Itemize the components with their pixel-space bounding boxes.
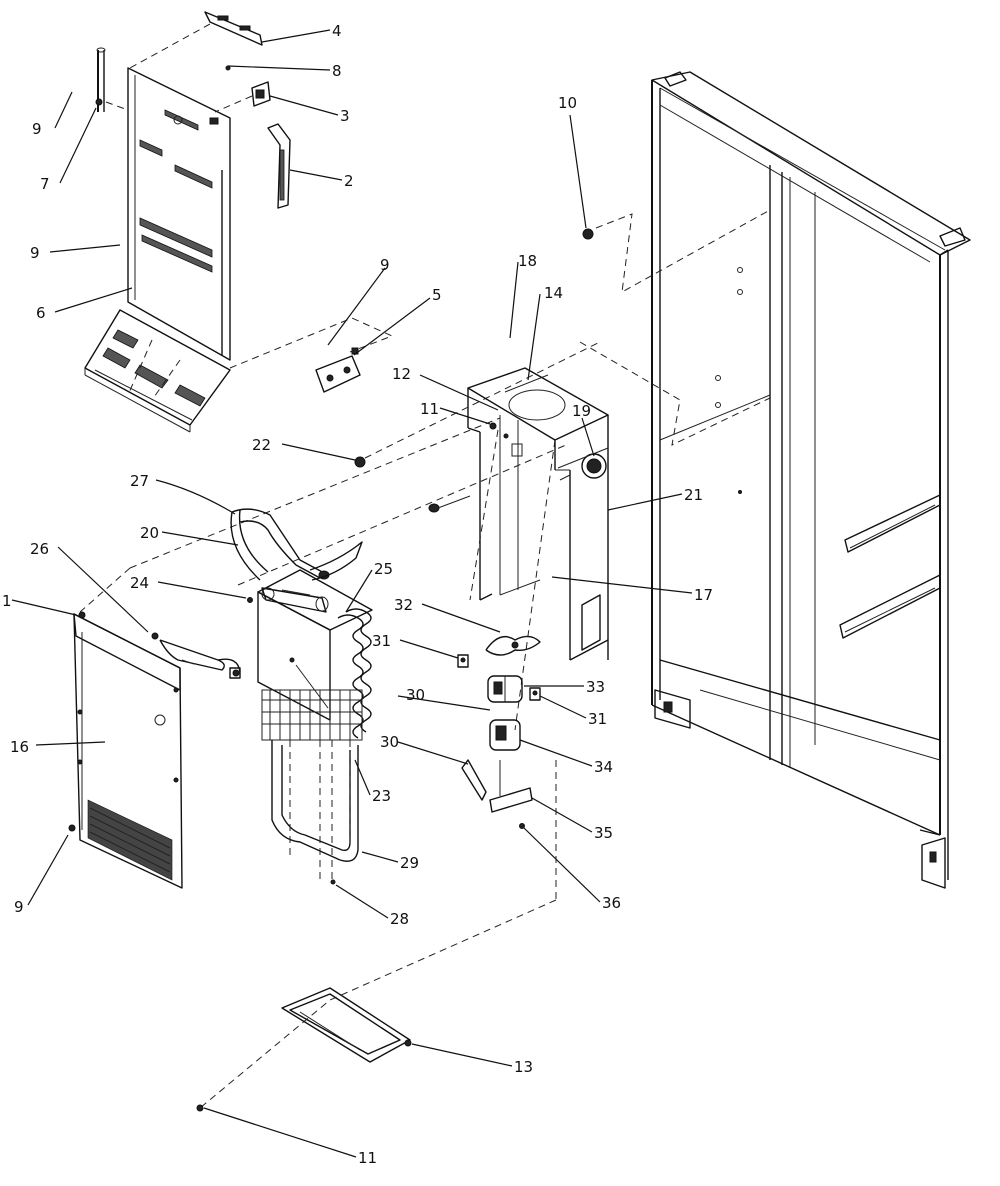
- callout-34: 34: [594, 758, 613, 776]
- callout-4: 4: [332, 22, 342, 40]
- callout-31: 31: [588, 710, 607, 728]
- callout-29: 29: [400, 854, 419, 872]
- callout-36: 36: [602, 894, 621, 912]
- callout-30: 30: [380, 733, 399, 751]
- callout-21: 21: [684, 486, 703, 504]
- callout-24: 24: [130, 574, 149, 592]
- callout-7: 7: [40, 175, 50, 193]
- callout-labels: 4 8 3 9 7 2 9 6 10 18 14 9 5 12 11 19 22…: [2, 22, 713, 1167]
- callout-23: 23: [372, 787, 391, 805]
- part-16-evaporator-cover: [73, 611, 183, 889]
- callout-31: 31: [372, 632, 391, 650]
- leader-lines: [11, 29, 693, 1158]
- callout-2: 2: [344, 172, 354, 190]
- part-13-drain-pan: [281, 987, 412, 1063]
- callout-16: 16: [10, 738, 29, 756]
- callout-13: 13: [514, 1058, 533, 1076]
- part-3-clip: [251, 81, 271, 107]
- part-33-fan-motor: [457, 635, 541, 829]
- callout-3: 3: [340, 107, 350, 125]
- callout-5: 5: [432, 286, 442, 304]
- part-6-rear-panel: [84, 67, 231, 433]
- callout-28: 28: [390, 910, 409, 928]
- callout-8: 8: [332, 62, 342, 80]
- coil-tubes: [337, 608, 372, 739]
- callout-35: 35: [594, 824, 613, 842]
- callout-19: 19: [572, 402, 591, 420]
- part-27-harness: [230, 508, 330, 581]
- part-26-wire-assembly: [151, 632, 241, 679]
- callout-18: 18: [518, 252, 537, 270]
- callout-32: 32: [394, 596, 413, 614]
- callout-9: 9: [32, 120, 42, 138]
- callout-6: 6: [36, 304, 46, 322]
- callout-12: 12: [392, 365, 411, 383]
- callout-22: 22: [252, 436, 271, 454]
- callout-20: 20: [140, 524, 159, 542]
- callout-11: 11: [420, 400, 439, 418]
- part-5-bracket: [315, 347, 361, 393]
- callout-33: 33: [586, 678, 605, 696]
- callout-14: 14: [544, 284, 563, 302]
- part-4-bracket: [204, 11, 263, 46]
- part-23-evaporator: [257, 569, 373, 741]
- part-14-evaporator-housing: [467, 367, 609, 661]
- callout-27: 27: [130, 472, 149, 490]
- part-29-drain-trough: [271, 740, 359, 880]
- callout-10: 10: [558, 94, 577, 112]
- callout-9: 9: [14, 898, 24, 916]
- callout-11: 11: [358, 1149, 377, 1167]
- refrigerator-cabinet: [651, 71, 971, 889]
- callout-17: 17: [694, 586, 713, 604]
- callout-25: 25: [374, 560, 393, 578]
- callout-1: 1: [2, 592, 12, 610]
- callout-9: 9: [380, 256, 390, 274]
- callout-9: 9: [30, 244, 40, 262]
- part-2-bracket: [267, 123, 291, 209]
- part-7-rod: [95, 47, 106, 112]
- callout-26: 26: [30, 540, 49, 558]
- callout-30: 30: [406, 686, 425, 704]
